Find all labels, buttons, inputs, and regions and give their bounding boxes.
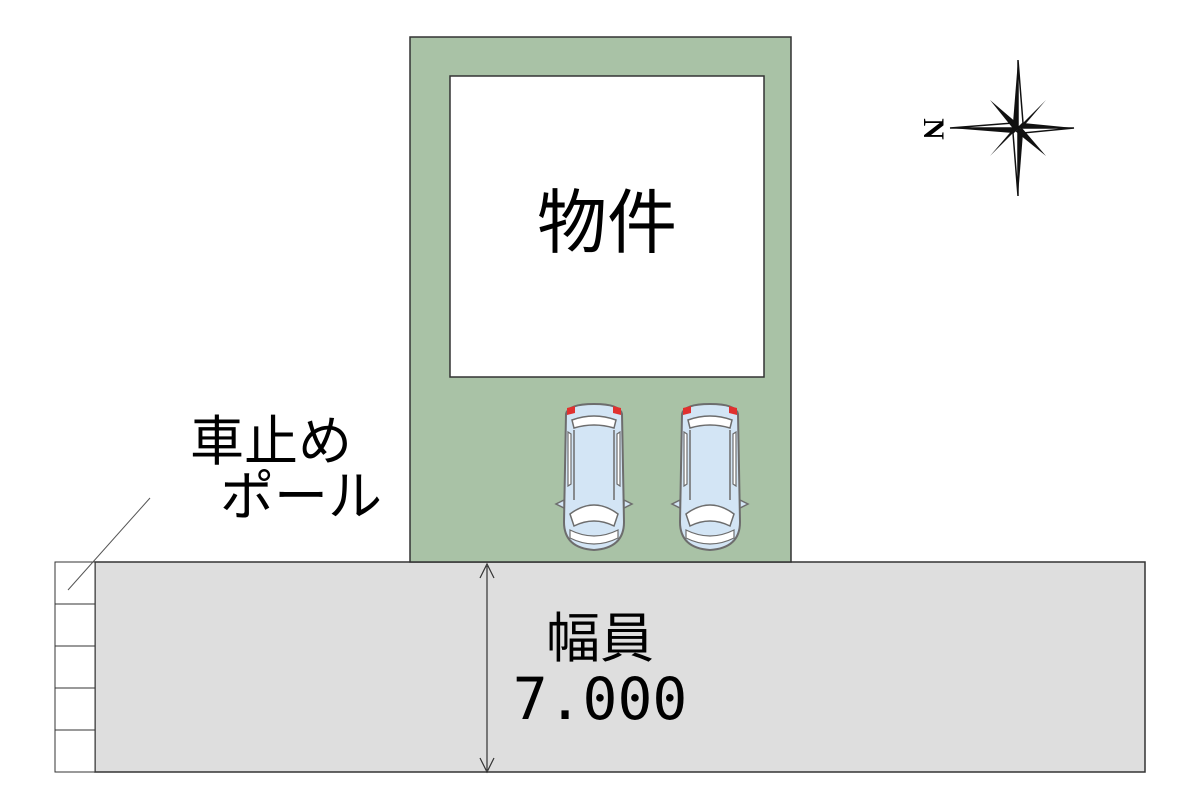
pole-leader-line xyxy=(67,497,151,591)
parked-car-1 xyxy=(555,403,633,551)
building xyxy=(449,75,765,378)
pole-label-line1: 車止め xyxy=(190,410,352,473)
road-width-label: 幅員 xyxy=(546,607,654,670)
width-dimension-arrow xyxy=(479,562,495,774)
car-stop-pole xyxy=(54,561,96,773)
road-width-value: 7.000 xyxy=(512,665,688,733)
pole-label-line2: ポール xyxy=(220,465,382,528)
parked-car-2 xyxy=(671,403,749,551)
building-label: 物件 xyxy=(537,182,677,264)
compass-rose-icon xyxy=(949,59,1075,197)
road xyxy=(94,561,1146,773)
compass-north-label: N xyxy=(916,118,950,140)
